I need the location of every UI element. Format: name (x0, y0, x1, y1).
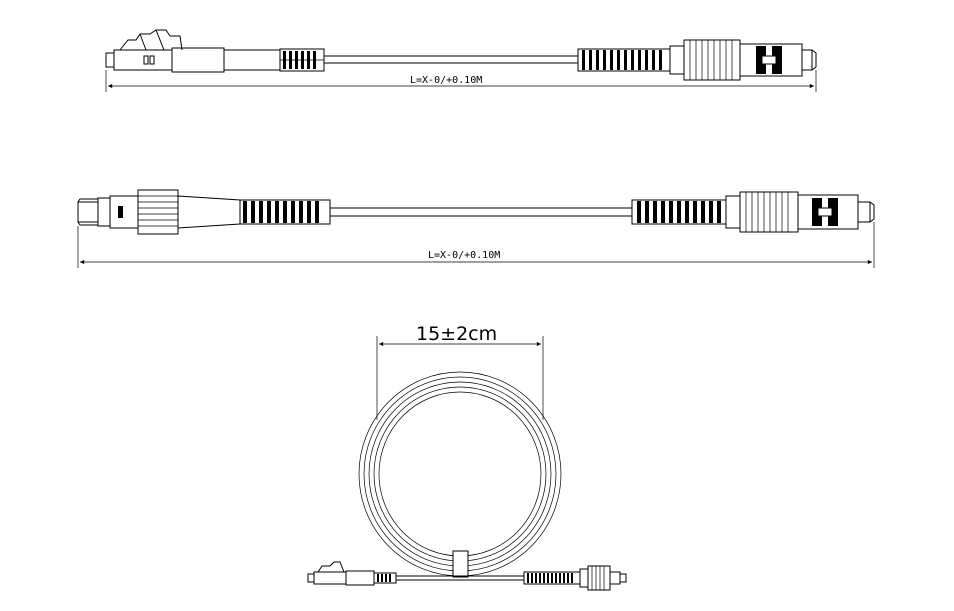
cable-2-fc-to-sc: L=X-0/+0.10M (77, 189, 875, 268)
sc-connector-right (577, 39, 817, 81)
fc-connector-left (77, 189, 331, 235)
length-label-1: L=X-0/+0.10M (410, 75, 482, 86)
lc-connector-left (105, 29, 325, 73)
coil-st-connector (523, 565, 627, 591)
coil-rings (358, 371, 562, 577)
cable-tie (452, 550, 469, 578)
cable-1-lc-to-sc: L=X-0/+0.10M (105, 29, 817, 92)
sc-connector-right-2 (631, 191, 875, 233)
dimension-line-2: L=X-0/+0.10M (77, 222, 875, 268)
coil-dimension: 15±2cm (376, 323, 544, 420)
coil-lc-connector (307, 561, 397, 586)
coiled-cable: 15±2cm (307, 323, 627, 591)
coil-diameter-label: 15±2cm (416, 323, 497, 345)
dimension-line-1: L=X-0/+0.10M (105, 70, 817, 92)
length-label-2: L=X-0/+0.10M (428, 250, 500, 261)
